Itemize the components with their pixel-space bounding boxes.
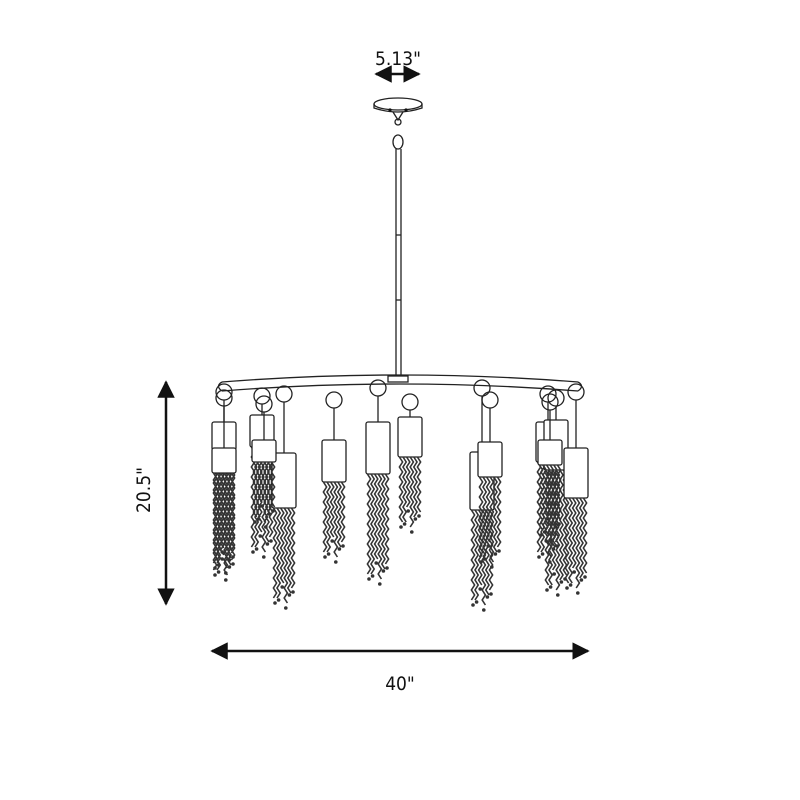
pendant-12 <box>563 383 589 595</box>
pendant-body <box>477 441 503 478</box>
canopy-width-label: 5.13" <box>375 48 421 70</box>
pendant-3 <box>271 385 297 610</box>
chain-tassel <box>538 464 562 542</box>
pendant-ring <box>275 385 293 403</box>
pendant-ring <box>481 391 499 409</box>
pendant-body <box>251 439 277 463</box>
down-rod <box>395 149 402 380</box>
width-dimension: 40" <box>210 642 590 695</box>
pendant-6 <box>365 379 391 586</box>
canopy-width-dimension: 5.13" <box>374 48 421 83</box>
pendant-ring <box>567 383 585 401</box>
pendant-5 <box>321 391 347 564</box>
pendant-body <box>321 439 347 483</box>
pendant-9 <box>477 391 503 569</box>
canopy <box>373 97 423 150</box>
height-dimension: 20.5" <box>133 380 175 606</box>
pendant-body <box>537 439 563 466</box>
pendant-ring <box>369 379 387 397</box>
pendant-13 <box>537 393 563 542</box>
chain-tassel <box>272 507 296 610</box>
pendant-body <box>365 421 391 475</box>
pendant-ring <box>473 379 491 397</box>
pendant-body <box>563 447 589 499</box>
width-label: 40" <box>385 673 415 695</box>
pendants-group <box>211 379 589 612</box>
pendant-ring <box>325 391 343 409</box>
pendant-ring <box>401 393 419 411</box>
height-label: 20.5" <box>133 467 155 513</box>
chain-tassel <box>366 473 390 586</box>
chain-tassel <box>252 461 276 529</box>
chain-tassel <box>478 476 502 569</box>
pendant-body <box>211 447 237 474</box>
frame-ring <box>217 374 583 392</box>
chain-tassel <box>564 497 588 595</box>
chain-tassel <box>322 481 346 564</box>
pendant-body <box>397 416 423 458</box>
pendant-4 <box>211 389 237 575</box>
pendant-14 <box>251 395 277 529</box>
pendant-7 <box>397 393 423 534</box>
chain-tassel <box>212 472 236 575</box>
chain-tassel <box>398 456 422 534</box>
